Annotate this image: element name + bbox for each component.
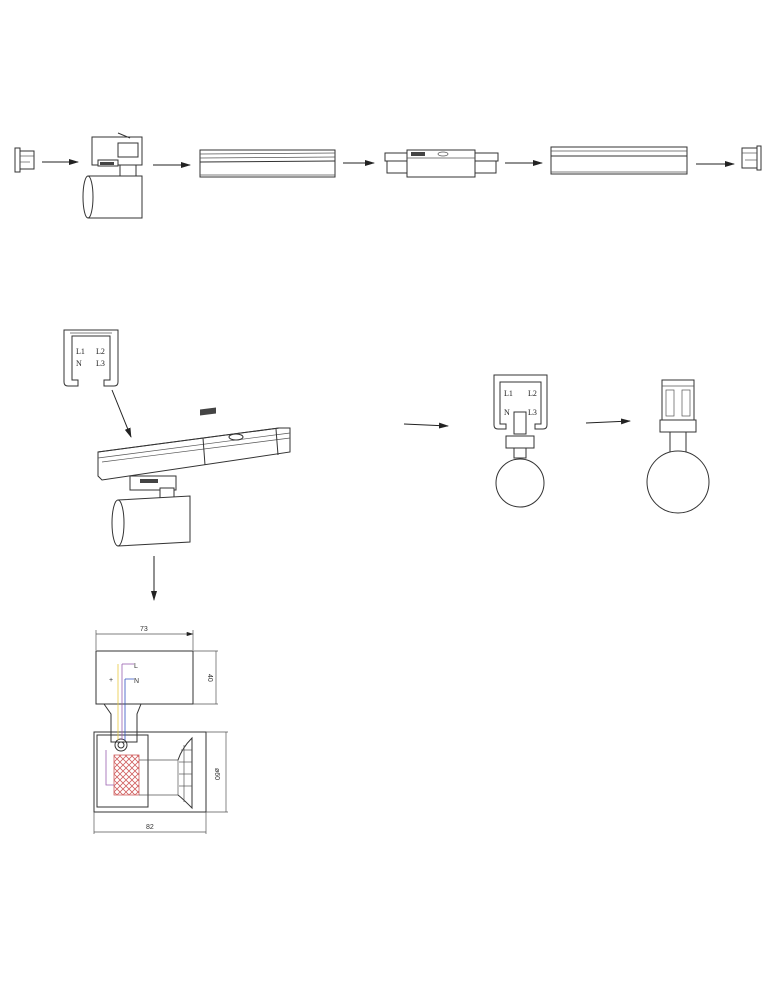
label-n: N [76, 359, 82, 368]
dim-width-bottom: 82 [146, 824, 154, 831]
arrow-profile [111, 389, 132, 438]
dim-diameter: ø60 [213, 768, 220, 780]
front-view-profile: L1 L2 N L3 [493, 374, 548, 508]
dim-width-top: 73 [140, 626, 148, 633]
label-n-front: N [504, 408, 510, 417]
label-l1-front: L1 [504, 389, 513, 398]
wire-label-neutral: N [134, 678, 139, 685]
track-rail-2 [550, 146, 688, 175]
end-cap-right [741, 145, 762, 171]
assembled-track-spotlight [97, 407, 291, 547]
label-l2-front: L2 [528, 389, 537, 398]
label-l3-front: L3 [528, 408, 537, 417]
label-l1: L1 [76, 347, 85, 356]
track-rail-1 [199, 149, 336, 178]
wire-label-plus: + [109, 677, 113, 684]
dimension-drawing: 73 40 L N + ø60 82 [93, 626, 228, 834]
track-profile-section: L1 L2 N L3 [63, 329, 119, 387]
wire-label-line: L [134, 663, 138, 670]
rotated-view-profile [646, 379, 710, 514]
dim-height-top: 40 [206, 674, 213, 682]
arrow-7 [585, 418, 631, 425]
arrow-6 [403, 422, 449, 429]
track-adapter-spotlight [82, 132, 143, 219]
label-l2: L2 [96, 347, 105, 356]
straight-connector [384, 149, 499, 178]
end-cap-left [14, 147, 35, 173]
label-l3: L3 [96, 359, 105, 368]
